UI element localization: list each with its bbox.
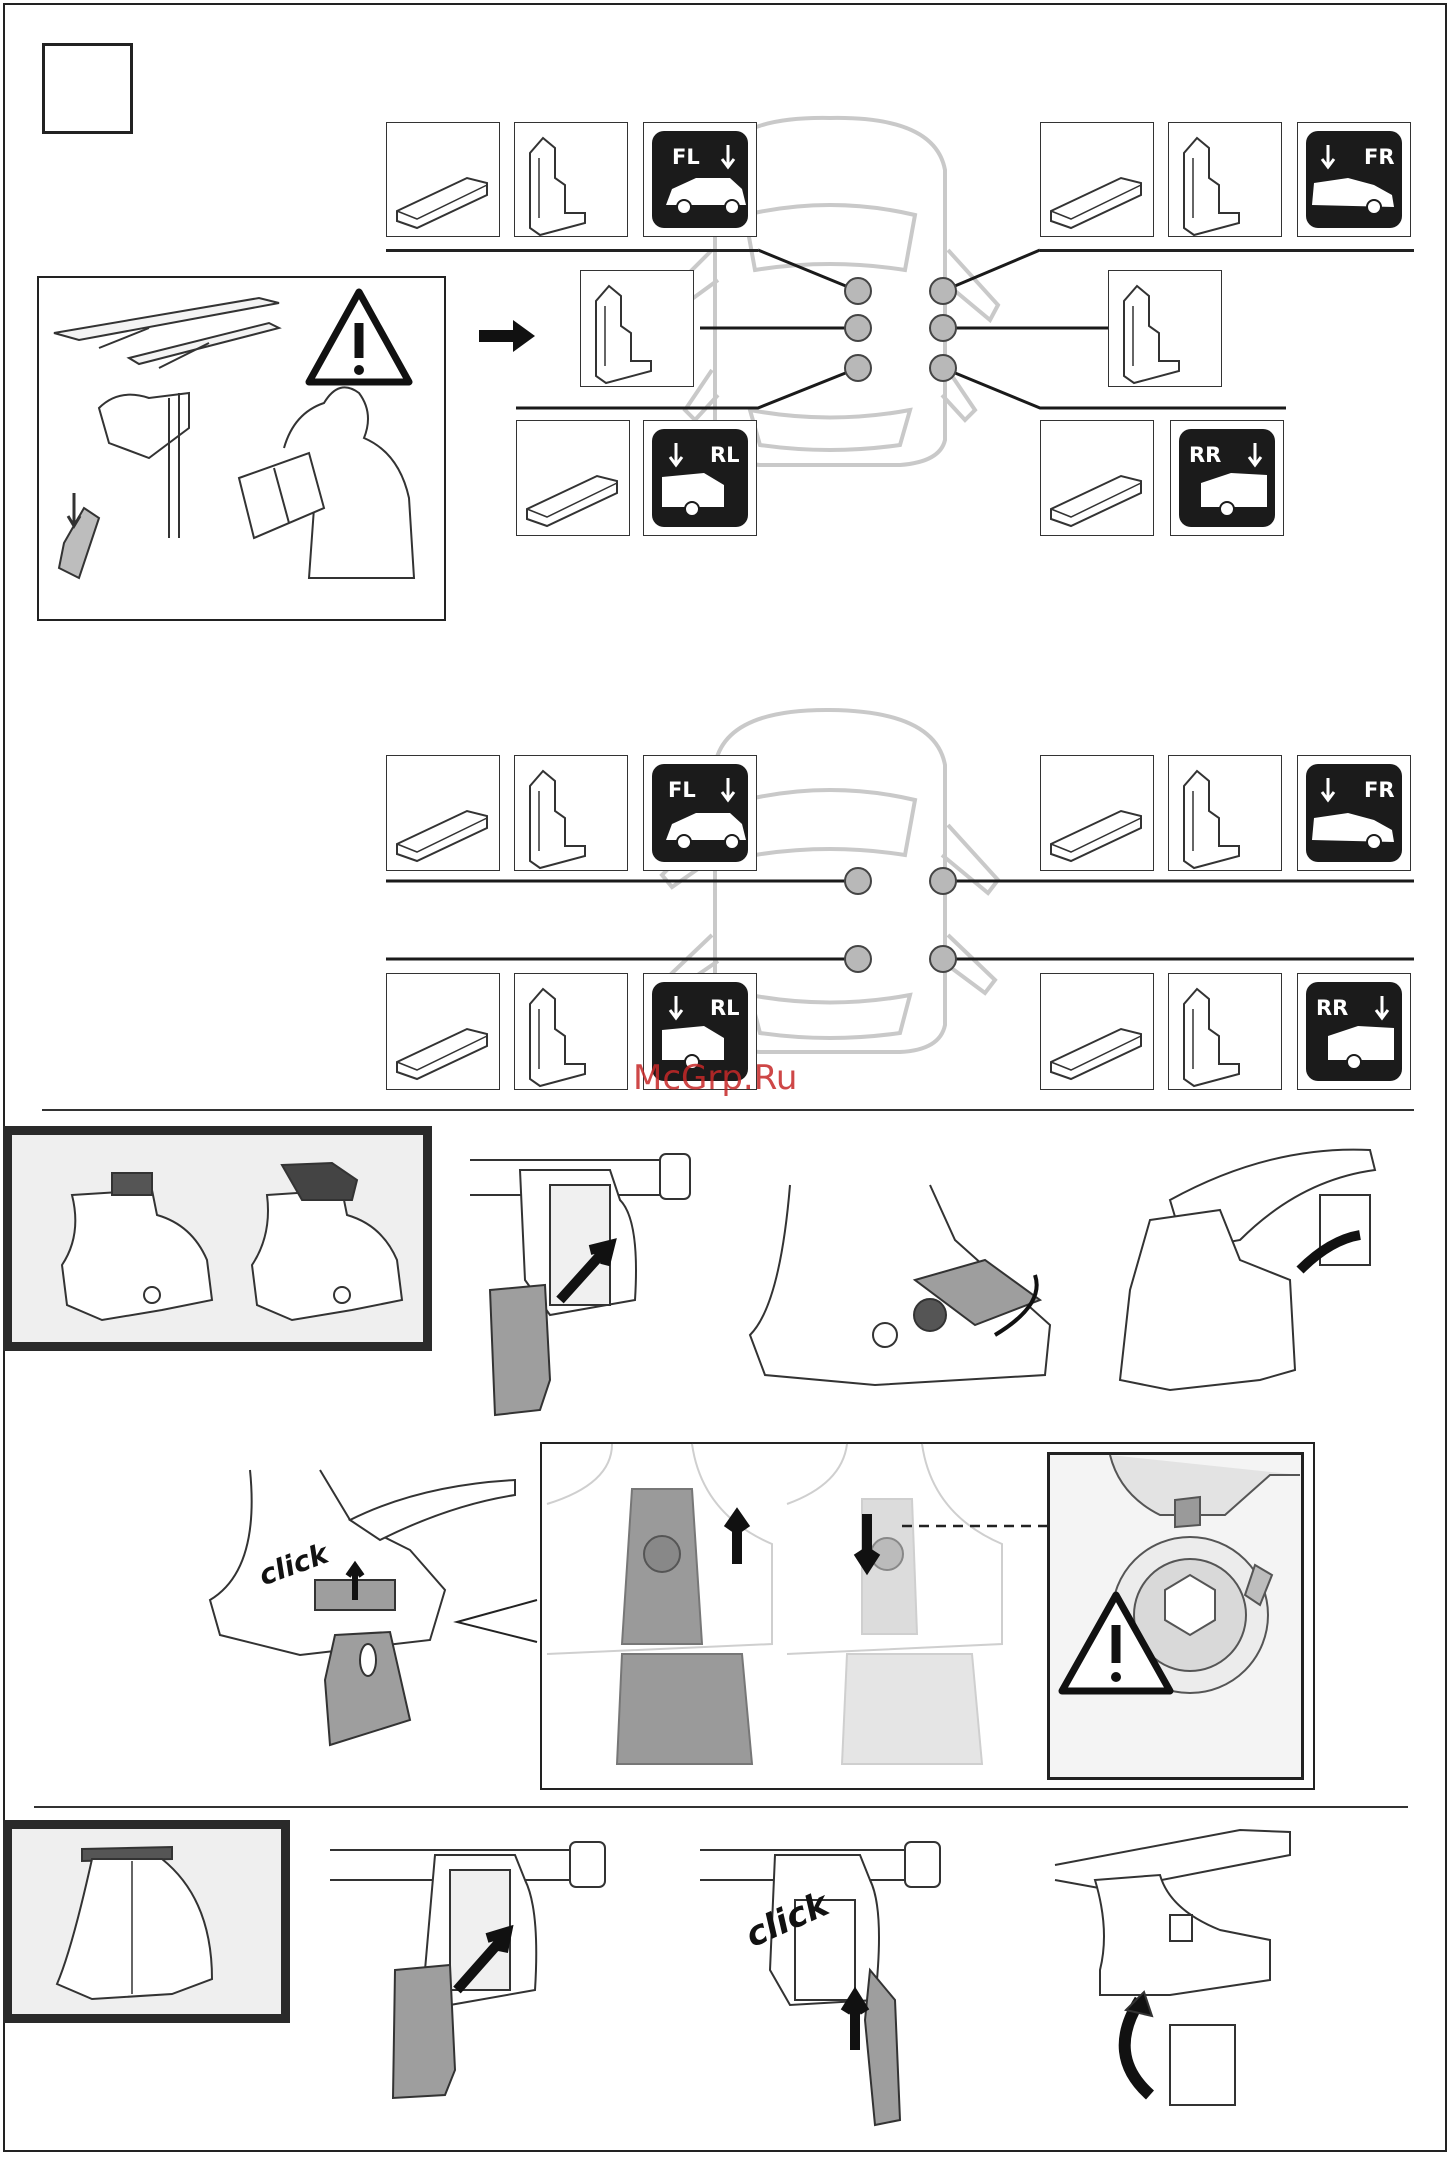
- foot-variants-panel: [3, 1126, 432, 1351]
- lock-detail-box: [540, 1442, 1315, 1790]
- arrow-down-icon: [1298, 974, 1412, 1091]
- part-bracket-rr-2: [1168, 973, 1282, 1090]
- foot-cover-lifted-illustration: [1090, 1140, 1390, 1420]
- bracket-icon: [515, 974, 629, 1091]
- rail-foot-panel: [3, 1820, 290, 2023]
- bracket-icon: [1169, 974, 1283, 1091]
- position-tile-rr-2: RR: [1297, 973, 1411, 1090]
- section-divider-2: [34, 1806, 1408, 1808]
- warning-icon: [1050, 1455, 1301, 1777]
- mount-point-rr-2: [929, 945, 957, 973]
- rail-pad-attach-illustration: [325, 1820, 625, 2120]
- section-divider: [42, 1109, 1414, 1111]
- watermark: McGrp.Ru: [633, 1058, 797, 1098]
- foot-pad-icon: [1041, 974, 1155, 1091]
- mount-point-rl-2: [844, 945, 872, 973]
- part-bracket-rl-2: [514, 973, 628, 1090]
- lock-zoom-panel: [1047, 1452, 1304, 1780]
- callout-pointer: [455, 1598, 540, 1643]
- mount-point-fr-2: [929, 867, 957, 895]
- foot-cover-open-illustration: [745, 1185, 1075, 1395]
- mount-point-fl-2: [844, 867, 872, 895]
- part-foot-pad-rl-2: [386, 973, 500, 1090]
- rail-click-illustration: [695, 1820, 975, 2140]
- rail-foot-sticker-illustration: [1050, 1820, 1350, 2140]
- part-foot-pad-rr-2: [1040, 973, 1154, 1090]
- rail-foot-illustration: [12, 1829, 281, 2014]
- roof-foot-illustration: [12, 1135, 423, 1342]
- foot-pad-icon: [387, 974, 501, 1091]
- pad-attach-illustration: [460, 1140, 700, 1440]
